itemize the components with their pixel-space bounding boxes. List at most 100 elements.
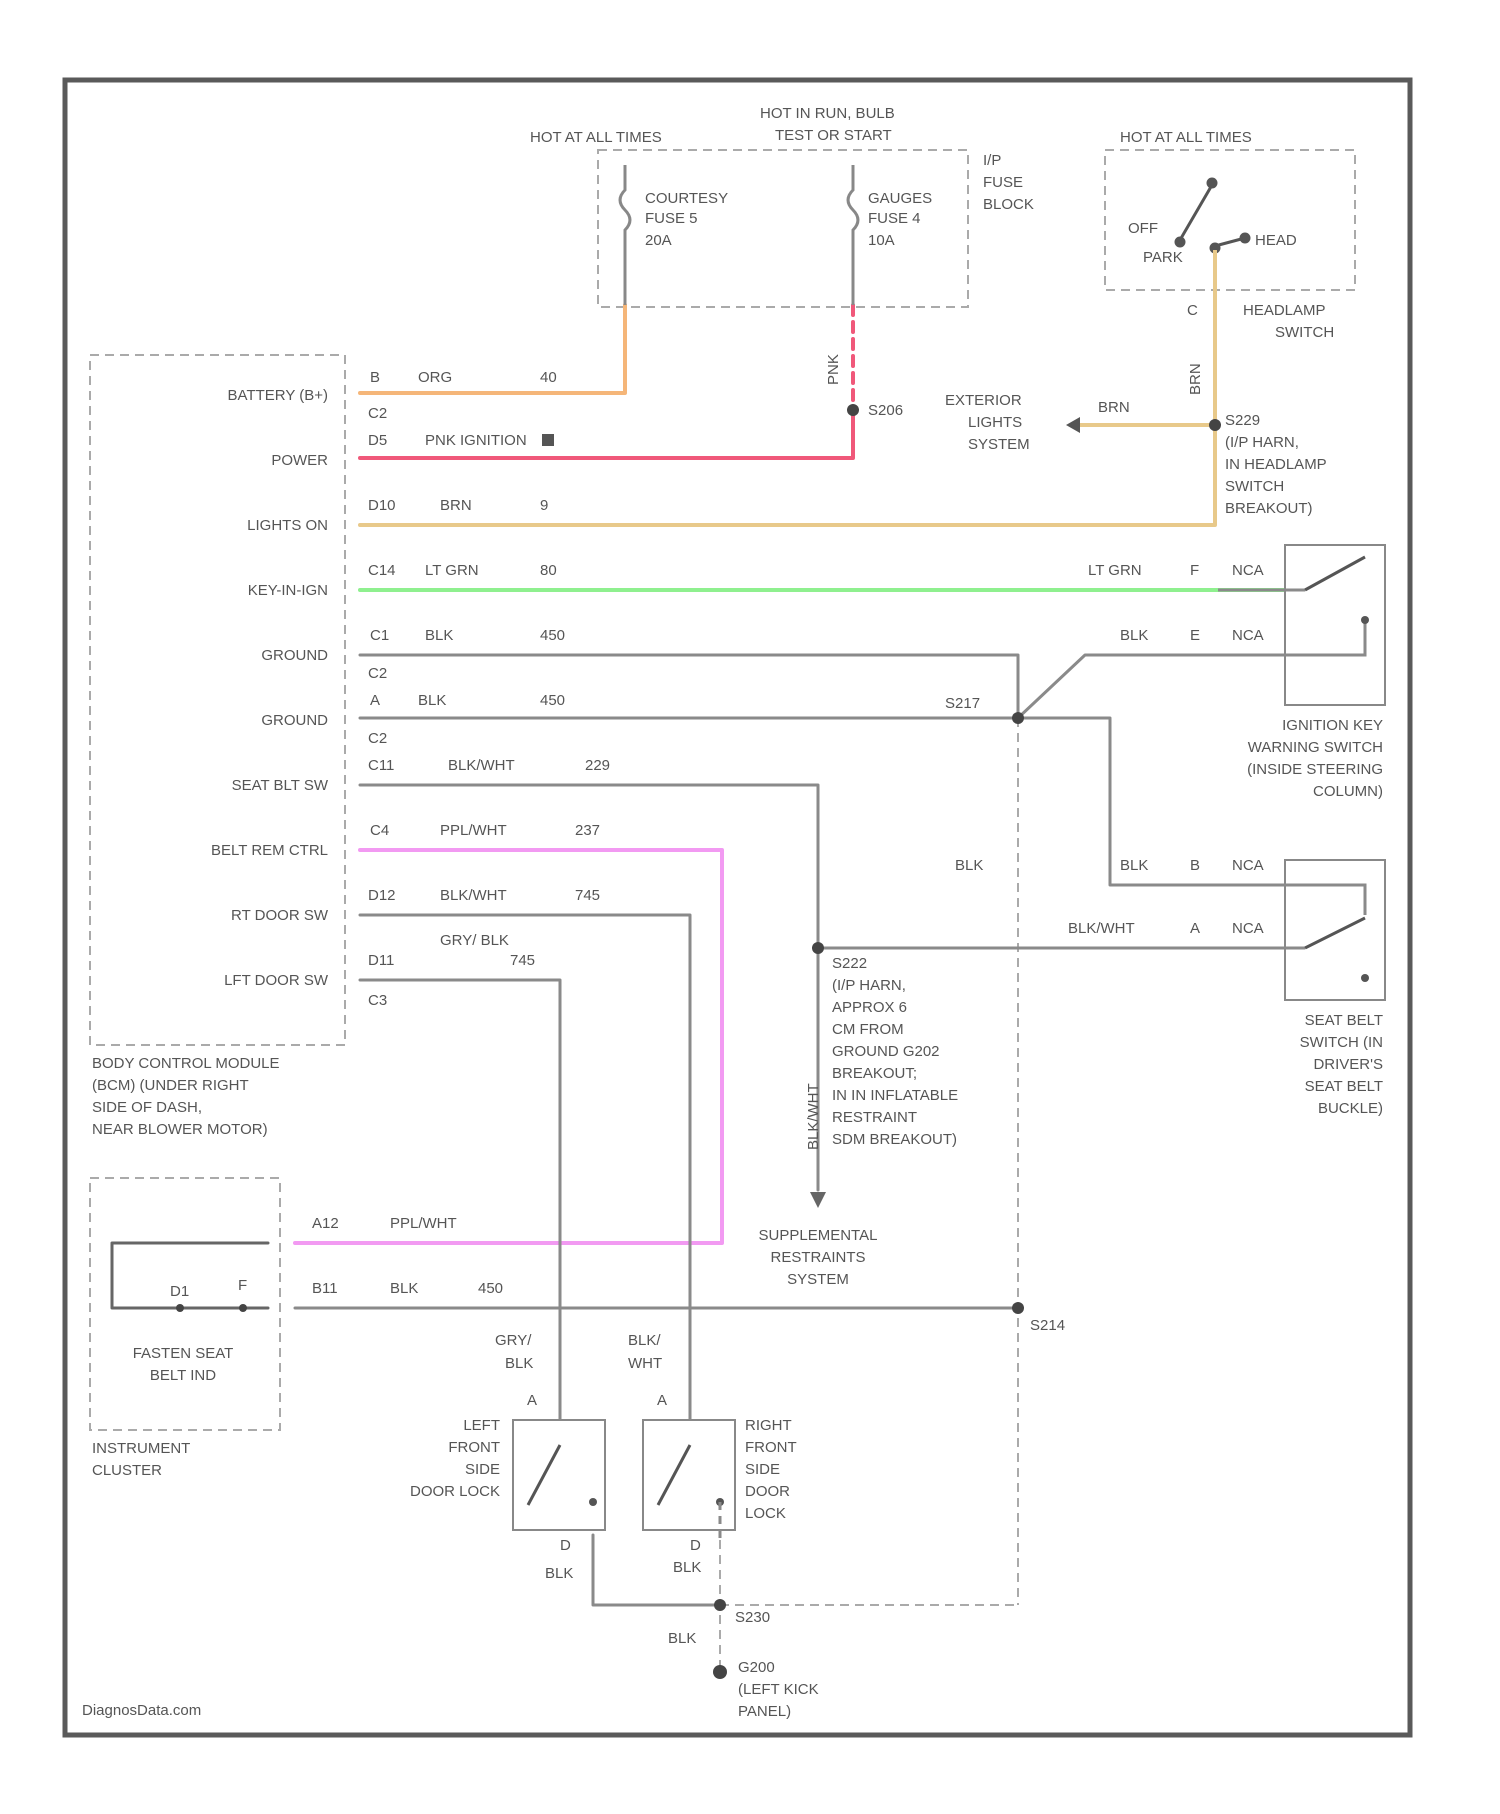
bcm-pin-1: B bbox=[370, 369, 380, 386]
bcm-pin-name-1: BATTERY (B+) bbox=[228, 387, 328, 404]
ignsw-bottom-pin: E bbox=[1190, 627, 1200, 644]
bcm-label-1: BODY CONTROL MODULE bbox=[92, 1055, 280, 1072]
splice-s214-dot bbox=[1012, 1302, 1024, 1314]
seat-switch-contact bbox=[1361, 974, 1369, 982]
bcm-pin-5: C1 bbox=[370, 627, 389, 644]
label-courtesy-fuse-3: 20A bbox=[645, 232, 672, 249]
left-door-switch-contact bbox=[589, 1498, 597, 1506]
seatsw-bottom-nca: NCA bbox=[1232, 920, 1264, 937]
right-door-ground-wire: BLK bbox=[673, 1559, 701, 1576]
cluster-f: F bbox=[238, 1277, 247, 1294]
left-door-pin-a: A bbox=[527, 1392, 537, 1409]
exterior-label-1: EXTERIOR bbox=[945, 392, 1022, 409]
cluster-wire-a12: PPL/WHT bbox=[390, 1215, 457, 1232]
splice-s222-9: SDM BREAKOUT) bbox=[832, 1131, 957, 1148]
bcm-wire-6: BLK bbox=[418, 692, 446, 709]
seatsw-top-nca: NCA bbox=[1232, 857, 1264, 874]
cluster-box bbox=[90, 1178, 280, 1430]
bcm-wire-9: BLK/WHT bbox=[440, 887, 507, 904]
bcm-pin-name-2: POWER bbox=[271, 452, 328, 469]
splice-s229-dot bbox=[1209, 419, 1221, 431]
left-door-label-2: FRONT bbox=[448, 1439, 500, 1456]
label-headlamp-head: HEAD bbox=[1255, 232, 1297, 249]
headlamp-contact-2 bbox=[1176, 238, 1184, 246]
bcm-conn-6: C2 bbox=[368, 730, 387, 747]
right-door-switch-body bbox=[643, 1420, 735, 1530]
left-door-label-1: LEFT bbox=[463, 1417, 500, 1434]
gauges-fuse-symbol bbox=[848, 165, 858, 305]
ignition-switch-contact bbox=[1361, 616, 1369, 624]
bcm-wire-10: GRY/ BLK bbox=[440, 932, 509, 949]
label-headlamp-off: OFF bbox=[1128, 220, 1158, 237]
bcm-label-3: SIDE OF DASH, bbox=[92, 1099, 202, 1116]
label-headlamp-switch-1: HEADLAMP bbox=[1243, 302, 1326, 319]
ignition-key-switch-body bbox=[1285, 545, 1385, 705]
cluster-indicator-2: BELT IND bbox=[150, 1367, 216, 1384]
exterior-arrow bbox=[1066, 417, 1080, 433]
pnk-vertical-label: PNK bbox=[825, 354, 842, 385]
right-door-label-5: LOCK bbox=[745, 1505, 786, 1522]
seat-belt-switch-body bbox=[1285, 860, 1385, 1000]
bcm-pin-name-4: KEY-IN-IGN bbox=[248, 582, 328, 599]
splice-s217-dot bbox=[1012, 712, 1024, 724]
cluster-label-1: INSTRUMENT bbox=[92, 1440, 190, 1457]
bcm-circuit-4: 80 bbox=[540, 562, 557, 579]
seatsw-top-wire: BLK bbox=[1120, 857, 1148, 874]
bcm-wire-8: PPL/WHT bbox=[440, 822, 507, 839]
bcm-label-2: (BCM) (UNDER RIGHT bbox=[92, 1077, 249, 1094]
label-gauges-fuse-3: 10A bbox=[868, 232, 895, 249]
left-door-label-4: DOOR LOCK bbox=[410, 1483, 500, 1500]
wire-gryblk-lft-door bbox=[360, 980, 560, 1420]
bcm-conn-10: C3 bbox=[368, 992, 387, 1009]
ground-wire-label: BLK bbox=[668, 1630, 696, 1647]
right-door-pin-a: A bbox=[657, 1392, 667, 1409]
bcm-pin-name-7: SEAT BLT SW bbox=[232, 777, 329, 794]
wire-org-battery bbox=[360, 305, 625, 393]
seatsw-label-4: SEAT BELT bbox=[1305, 1078, 1383, 1095]
ignsw-label-4: COLUMN) bbox=[1313, 783, 1383, 800]
splice-s229-3: IN HEADLAMP bbox=[1225, 456, 1327, 473]
seatsw-top-pin: B bbox=[1190, 857, 1200, 874]
splice-s222-3: APPROX 6 bbox=[832, 999, 907, 1016]
label-ip-fuse-block-1: I/P bbox=[983, 152, 1001, 169]
brn-vertical-label: BRN bbox=[1187, 363, 1204, 395]
bcm-circuit-10: 745 bbox=[510, 952, 535, 969]
ground-label-3: PANEL) bbox=[738, 1703, 791, 1720]
splice-s229-5: BREAKOUT) bbox=[1225, 500, 1313, 517]
ignsw-label-1: IGNITION KEY bbox=[1282, 717, 1383, 734]
bcm-circuit-5: 450 bbox=[540, 627, 565, 644]
seatsw-bottom-wire: BLK/WHT bbox=[1068, 920, 1135, 937]
bcm-pin-name-8: BELT REM CTRL bbox=[211, 842, 328, 859]
courtesy-fuse-symbol bbox=[620, 165, 630, 305]
bcm-pin-9: D12 bbox=[368, 887, 396, 904]
right-door-label-1: RIGHT bbox=[745, 1417, 792, 1434]
splice-s222-1: S222 bbox=[832, 955, 867, 972]
ignsw-top-pin: F bbox=[1190, 562, 1199, 579]
left-door-wire-1: GRY/ bbox=[495, 1332, 532, 1349]
splice-s214-label: S214 bbox=[1030, 1317, 1065, 1334]
cluster-indicator-1: FASTEN SEAT bbox=[133, 1345, 234, 1362]
cluster-circuit-b11: 450 bbox=[478, 1280, 503, 1297]
bcm-circuit-7: 229 bbox=[585, 757, 610, 774]
label-hot-in-run-2: TEST OR START bbox=[775, 127, 892, 144]
splice-s222-7: IN IN INFLATABLE bbox=[832, 1087, 958, 1104]
watermark: DiagnosData.com bbox=[82, 1702, 201, 1719]
bcm-circuit-1: 40 bbox=[540, 369, 557, 386]
splice-s206-label: S206 bbox=[868, 402, 903, 419]
cluster-pin-a12: A12 bbox=[312, 1215, 339, 1232]
cluster-label-2: CLUSTER bbox=[92, 1462, 162, 1479]
wire-blk-ground-c1 bbox=[360, 655, 1018, 718]
splice-s230-dot bbox=[714, 1599, 726, 1611]
bcm-wire-2: PNK IGNITION bbox=[425, 432, 527, 449]
ignsw-label-2: WARNING SWITCH bbox=[1248, 739, 1383, 756]
splice-s217-label: S217 bbox=[945, 695, 980, 712]
blk-vertical-label: BLK bbox=[955, 857, 983, 874]
bcm-pin-name-10: LFT DOOR SW bbox=[224, 972, 329, 989]
left-door-ground-wire: BLK bbox=[545, 1565, 573, 1582]
bcm-circuit-9: 745 bbox=[575, 887, 600, 904]
srs-label-1: SUPPLEMENTAL bbox=[759, 1227, 878, 1244]
cluster-d1: D1 bbox=[170, 1283, 189, 1300]
left-door-wire-2: BLK bbox=[505, 1355, 533, 1372]
bcm-pin-7: C11 bbox=[368, 757, 394, 774]
ignsw-bottom-nca: NCA bbox=[1232, 627, 1264, 644]
